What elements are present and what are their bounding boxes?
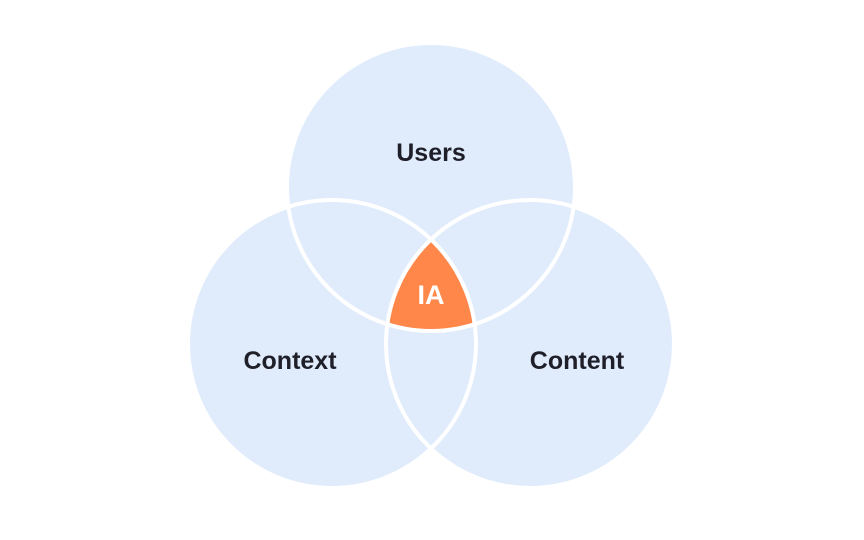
label-content: Content — [530, 347, 625, 375]
outline-users — [285, 41, 577, 333]
outline-context — [186, 198, 478, 490]
outline-content — [384, 198, 676, 490]
label-ia: IA — [418, 280, 445, 310]
label-context: Context — [243, 347, 337, 375]
label-users: Users — [396, 139, 466, 167]
